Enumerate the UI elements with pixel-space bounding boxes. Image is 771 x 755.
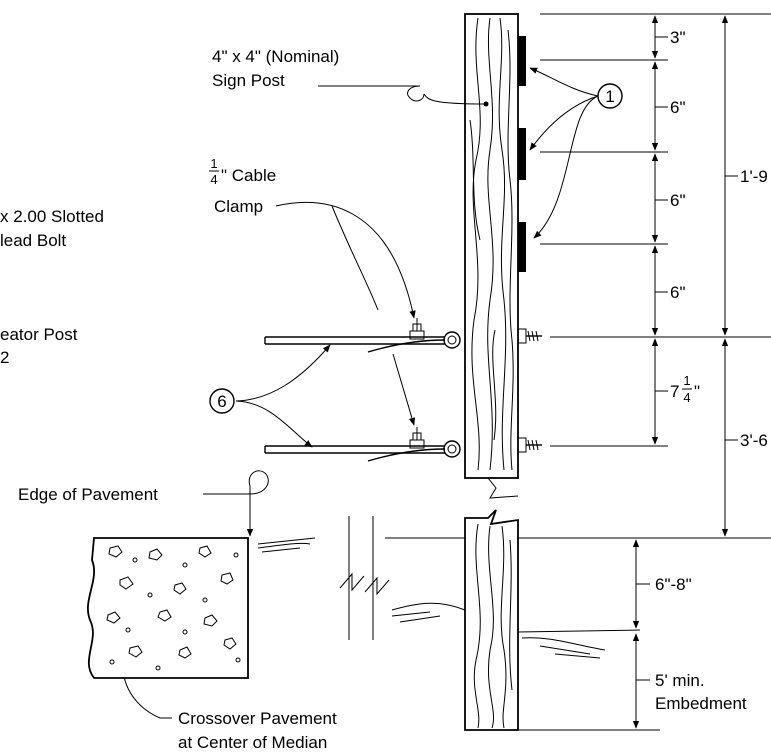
crossover-label-line2: at Center of Median <box>178 733 327 752</box>
cable-clamp-fraction-den: 4 <box>210 172 217 187</box>
sign-post-upper <box>464 13 519 479</box>
cable-clamp-fraction-num: 1 <box>210 156 217 171</box>
post-label-line1: eator Post <box>0 325 78 344</box>
ground-line <box>257 537 641 659</box>
dim-7-unit: " <box>694 382 700 401</box>
dim-embed-line2: Embedment <box>655 694 747 713</box>
dim-6in-a: 6" <box>670 98 686 117</box>
sign-panels <box>518 36 526 272</box>
dimension-lines <box>518 13 771 731</box>
sign-post-label-line2: Sign Post <box>212 71 285 90</box>
dim-3in: 3" <box>670 28 686 47</box>
dim-total-lower: 3'-6 <box>740 431 768 450</box>
crossover-label-line1: Crossover Pavement <box>178 709 337 728</box>
bolts <box>517 328 542 453</box>
bolt-label-line1: x 2.00 Slotted <box>0 207 104 226</box>
sign-post-label-line1: 4" x 4" (Nominal) <box>212 47 339 66</box>
break-symbol <box>339 516 390 640</box>
callout-6-bubble <box>209 388 235 414</box>
clamp-label: Clamp <box>214 197 263 216</box>
dim-6in-c: 6" <box>670 283 686 302</box>
dim-total-upper: 1'-9 <box>740 167 768 186</box>
dim-7-den: 4 <box>683 390 690 405</box>
dim-embed-line1: 5' min. <box>655 671 705 690</box>
callout-1-number: 1 <box>605 87 614 106</box>
dim-7-num: 1 <box>683 373 690 388</box>
callout-6-number: 6 <box>217 392 226 411</box>
crossover-pavement <box>87 537 249 679</box>
dim-6in-b: 6" <box>670 191 686 210</box>
bolt-label-line2: lead Bolt <box>0 231 66 250</box>
cable-upper <box>264 318 461 353</box>
edge-of-pavement-label: Edge of Pavement <box>18 485 158 504</box>
sign-post-lower <box>464 477 519 731</box>
callout-1-bubble <box>597 83 623 109</box>
cable-lower <box>264 427 461 462</box>
post-label-line2: 2 <box>0 348 9 367</box>
dim-7-whole: 7 <box>670 382 679 401</box>
cable-clamp-label: " Cable <box>221 166 276 185</box>
dim-6-8in: 6"-8" <box>655 575 692 594</box>
